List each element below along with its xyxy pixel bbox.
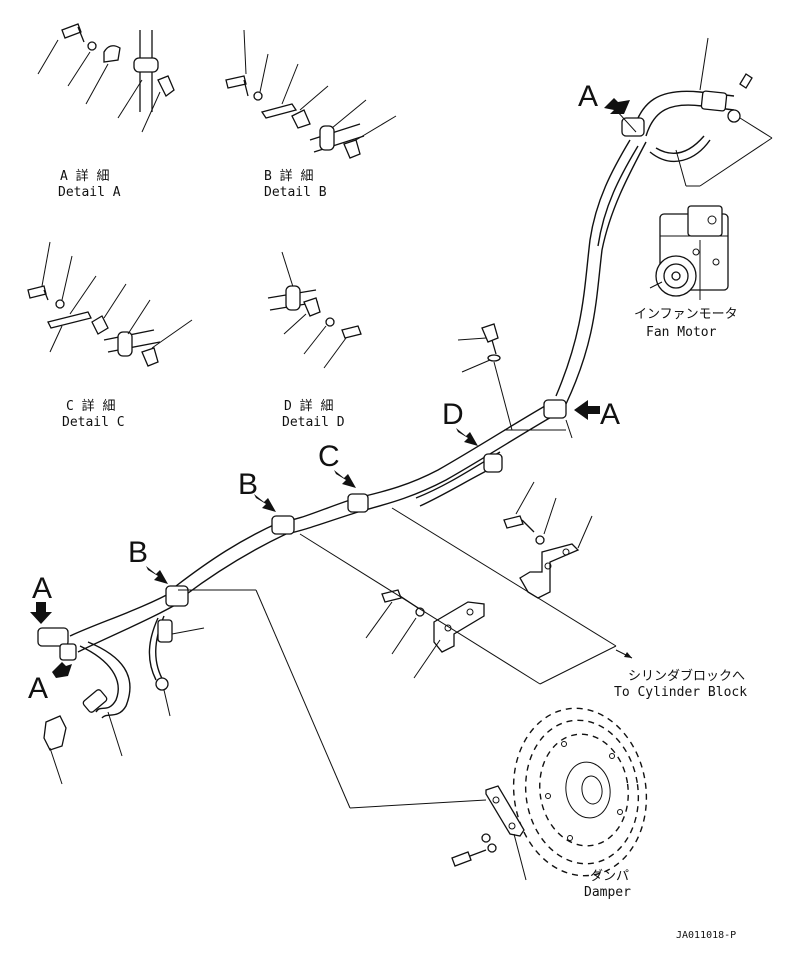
callout-d: D (442, 398, 464, 431)
fan-motor-label-jp: インファンモータ (634, 307, 738, 322)
callout-a-top: A (578, 80, 598, 113)
detail-b-en: Detail B (264, 185, 327, 200)
damper-label-en: Damper (584, 885, 631, 900)
fan-motor-leader (675, 117, 773, 187)
callout-arrows (30, 98, 630, 678)
damper-illustration (451, 707, 648, 881)
bracket-cylinder-block (365, 589, 485, 679)
callout-a-left-bottom: A (28, 672, 48, 705)
detail-d-en: Detail D (282, 415, 345, 430)
callout-letters: A A D C B B A A (28, 80, 620, 705)
cylinder-block-leaders (178, 323, 633, 809)
cylinder-block-label-jp: シリンダブロックへ (628, 668, 745, 684)
detail-b-jp: B 詳 細 (264, 168, 313, 184)
hose-assembly (43, 37, 753, 751)
detail-c-en: Detail C (62, 415, 125, 430)
callout-a-middle: A (600, 398, 620, 431)
detail-c-jp: C 詳 細 (66, 398, 115, 414)
detail-d-illustration: D 詳 細 Detail D (267, 251, 362, 430)
detail-c-illustration: C 詳 細 Detail C (27, 241, 193, 430)
detail-d-jp: D 詳 細 (284, 398, 333, 414)
detail-b-illustration: B 詳 細 Detail B (225, 29, 397, 200)
fan-motor-illustration: インファンモータ Fan Motor (634, 205, 738, 340)
cylinder-block-label-en: To Cylinder Block (614, 685, 747, 700)
left-part-leaders (49, 109, 637, 785)
detail-a-jp: A 詳 細 (60, 168, 109, 184)
damper-label-jp: ダンパ (590, 869, 629, 884)
hose-clamps (37, 117, 645, 661)
bracket-upper-right (503, 481, 593, 599)
detail-a-illustration: A 詳 細 Detail A (37, 23, 175, 200)
detail-a-en: Detail A (58, 185, 121, 200)
callout-a-left-top: A (32, 572, 52, 605)
callout-c: C (318, 440, 340, 473)
callout-b-lower: B (128, 536, 148, 569)
fan-motor-label-en: Fan Motor (646, 325, 717, 340)
drawing-reference: JA011018-P (676, 930, 736, 941)
callout-b-upper: B (238, 468, 258, 501)
